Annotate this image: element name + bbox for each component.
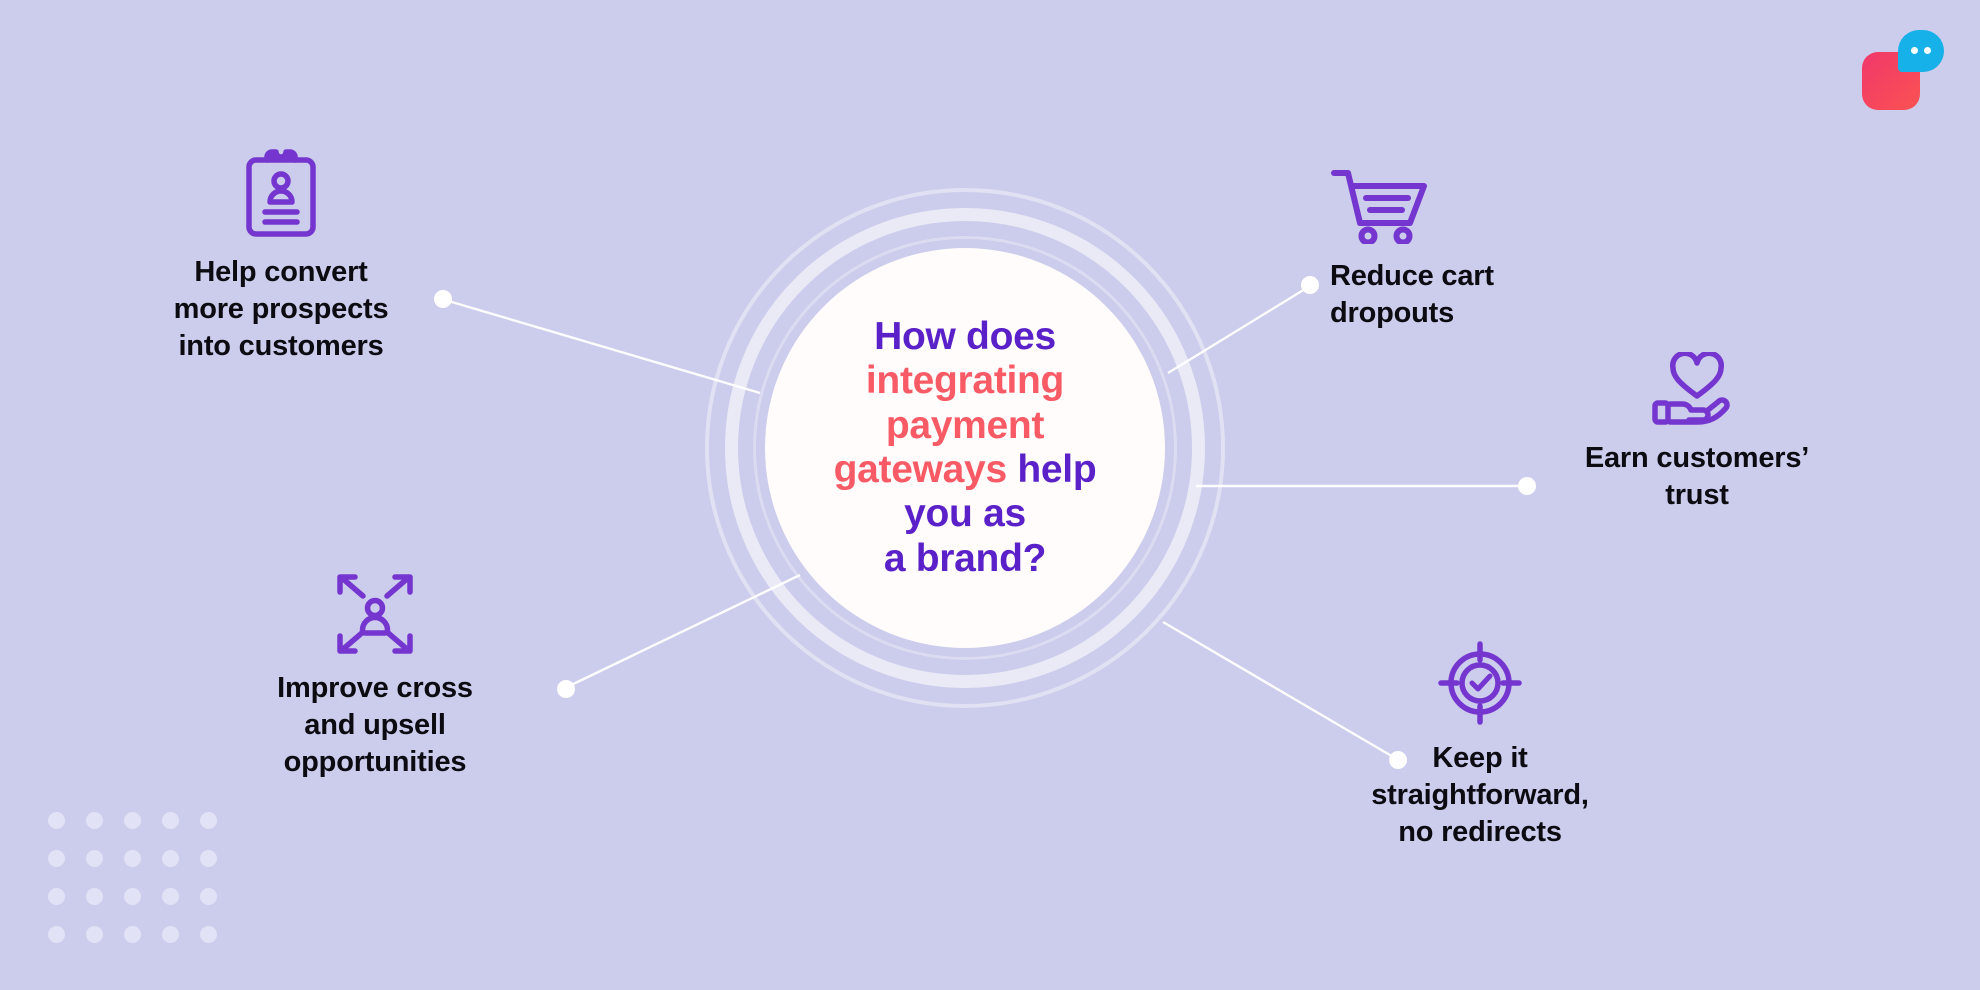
chat-bubble-icon	[1898, 30, 1944, 72]
node-improve-cross-upsell[interactable]: Improve cross and upsell opportunities	[244, 572, 506, 781]
grid-dot	[124, 888, 141, 905]
grid-dot	[86, 812, 103, 829]
connector-endpoint-convert	[434, 290, 452, 308]
grid-dot	[48, 812, 65, 829]
bubble-dot	[1911, 47, 1918, 54]
node-help-convert[interactable]: Help convert more prospects into custome…	[150, 148, 412, 365]
hub-line-3: payment	[885, 403, 1045, 447]
grid-dot	[48, 926, 65, 943]
hub-line-5: you as	[904, 492, 1026, 536]
bubble-dot	[1924, 47, 1931, 54]
grid-dot	[124, 926, 141, 943]
grid-dot	[48, 850, 65, 867]
node-label: Reduce cart dropouts	[1330, 260, 1494, 330]
hub-line-4b: help	[1017, 448, 1097, 491]
grid-dot	[162, 812, 179, 829]
node-label: Keep it straightforward, no redirects	[1371, 742, 1589, 849]
target-check-icon	[1330, 640, 1630, 726]
hub-ring-inner	[753, 236, 1177, 660]
grid-dot	[200, 812, 217, 829]
node-keep-straightforward[interactable]: Keep it straightforward, no redirects	[1330, 640, 1630, 851]
connector-endpoint-crosssell	[557, 680, 575, 698]
clipboard-person-icon	[150, 148, 412, 240]
hub-question-text: How does integrating payment gateways he…	[804, 315, 1127, 582]
grid-dot	[162, 888, 179, 905]
grid-dot	[124, 850, 141, 867]
grid-dot	[200, 888, 217, 905]
grid-dot	[86, 888, 103, 905]
node-earn-trust[interactable]: Earn customers’ trust	[1552, 352, 1842, 514]
grid-dot	[86, 926, 103, 943]
node-label: Help convert more prospects into custome…	[173, 256, 389, 363]
hub-ring-outer	[705, 188, 1225, 708]
node-label: Improve cross and upsell opportunities	[277, 672, 473, 779]
grid-dot	[48, 888, 65, 905]
connector-endpoint-trust	[1518, 477, 1536, 495]
grid-dot	[200, 926, 217, 943]
heart-in-hand-icon	[1552, 352, 1842, 426]
hub-line-6: a brand?	[883, 536, 1047, 580]
central-hub: How does integrating payment gateways he…	[705, 188, 1225, 708]
grid-dot	[200, 850, 217, 867]
grid-dot	[86, 850, 103, 867]
hub-line-4a: gateways	[833, 448, 1018, 491]
grid-dot	[162, 926, 179, 943]
brand-logo[interactable]	[1862, 30, 1944, 110]
grid-dot	[124, 812, 141, 829]
node-reduce-cart-dropouts[interactable]: Reduce cart dropouts	[1330, 168, 1580, 332]
hub-line-2: integrating	[865, 359, 1065, 403]
hub-core-circle: How does integrating payment gateways he…	[765, 248, 1165, 648]
node-label: Earn customers’ trust	[1584, 442, 1810, 512]
decorative-dot-grid	[48, 812, 238, 964]
shopping-cart-icon	[1330, 168, 1580, 244]
hub-line-1: How does	[874, 314, 1056, 358]
person-expand-arrows-icon	[244, 572, 506, 656]
grid-dot	[162, 850, 179, 867]
connector-endpoint-cart	[1301, 276, 1319, 294]
